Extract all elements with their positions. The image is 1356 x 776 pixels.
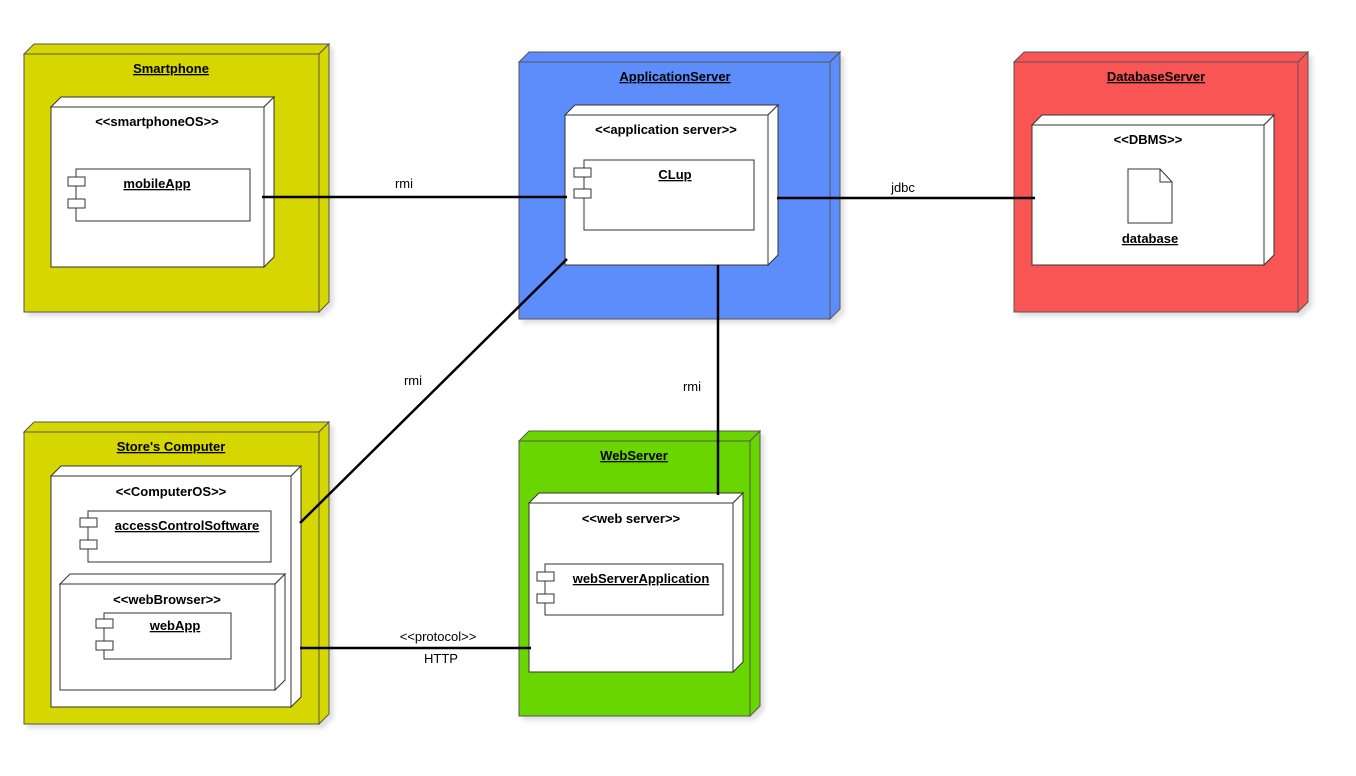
component-webServerApplication[interactable] — [536, 563, 724, 616]
edge-store-to-web-label-stereotype: <<protocol>> — [400, 629, 477, 644]
edge-app-to-db-label: jdbc — [890, 180, 915, 195]
node-web-server-top — [517, 430, 762, 442]
component-icon — [95, 640, 114, 651]
env-DBMS[interactable] — [1030, 113, 1276, 267]
component-icon — [95, 618, 114, 629]
artifact-database-label: database — [1122, 231, 1178, 246]
component-icon — [67, 176, 86, 187]
component-CLup-label: CLup — [658, 167, 691, 182]
env-smartphoneOS-stereotype: <<smartphoneOS>> — [95, 114, 219, 129]
edge-store-to-app[interactable] — [299, 258, 568, 524]
component-icon — [536, 571, 555, 582]
env-webBrowser-stereotype: <<webBrowser>> — [113, 592, 221, 607]
node-application-server-title: ApplicationServer — [619, 69, 730, 84]
env-DBMS-stereotype: <<DBMS>> — [1114, 132, 1183, 147]
component-icon — [79, 539, 98, 550]
component-accessControlSoftware-label: accessControlSoftware — [115, 518, 260, 533]
node-database-server-top — [1012, 51, 1310, 63]
component-webApp-label: webApp — [149, 618, 201, 633]
edge-store-to-app-label: rmi — [404, 373, 422, 388]
component-mobileApp-label: mobileApp — [123, 176, 190, 191]
component-webApp[interactable] — [95, 612, 232, 660]
node-stores-computer-top — [22, 421, 331, 433]
component-icon — [536, 593, 555, 604]
node-smartphone-title: Smartphone — [133, 61, 209, 76]
env-web-server-stereotype: <<web server>> — [582, 511, 681, 526]
component-icon — [573, 167, 592, 178]
component-icon — [67, 198, 86, 209]
component-webServerApplication-label: webServerApplication — [572, 571, 710, 586]
edge-mobile-to-app-label: rmi — [395, 176, 413, 191]
env-application-server-stereotype: <<application server>> — [595, 122, 737, 137]
component-icon — [573, 188, 592, 199]
component-accessControlSoftware[interactable] — [79, 510, 272, 563]
node-smartphone-side — [318, 42, 330, 314]
node-database-server-side — [1297, 50, 1309, 314]
node-application-server-top — [517, 51, 842, 63]
node-database-server-title: DatabaseServer — [1107, 69, 1205, 84]
node-stores-computer-title: Store's Computer — [117, 439, 226, 454]
component-mobileApp[interactable] — [67, 168, 251, 222]
component-icon — [79, 517, 98, 528]
edge-store-to-web-label-protocol: HTTP — [424, 651, 458, 666]
edge-web-to-app-label: rmi — [683, 379, 701, 394]
node-application-server-side — [829, 50, 841, 321]
document-icon — [1127, 168, 1173, 224]
node-web-server-side — [749, 429, 761, 718]
node-web-server-title: WebServer — [600, 448, 668, 463]
env-ComputerOS-stereotype: <<ComputerOS>> — [116, 484, 227, 499]
node-smartphone-top — [22, 43, 331, 55]
artifact-database[interactable] — [1127, 168, 1173, 224]
node-stores-computer-side — [318, 420, 330, 726]
component-CLup[interactable] — [573, 159, 755, 231]
